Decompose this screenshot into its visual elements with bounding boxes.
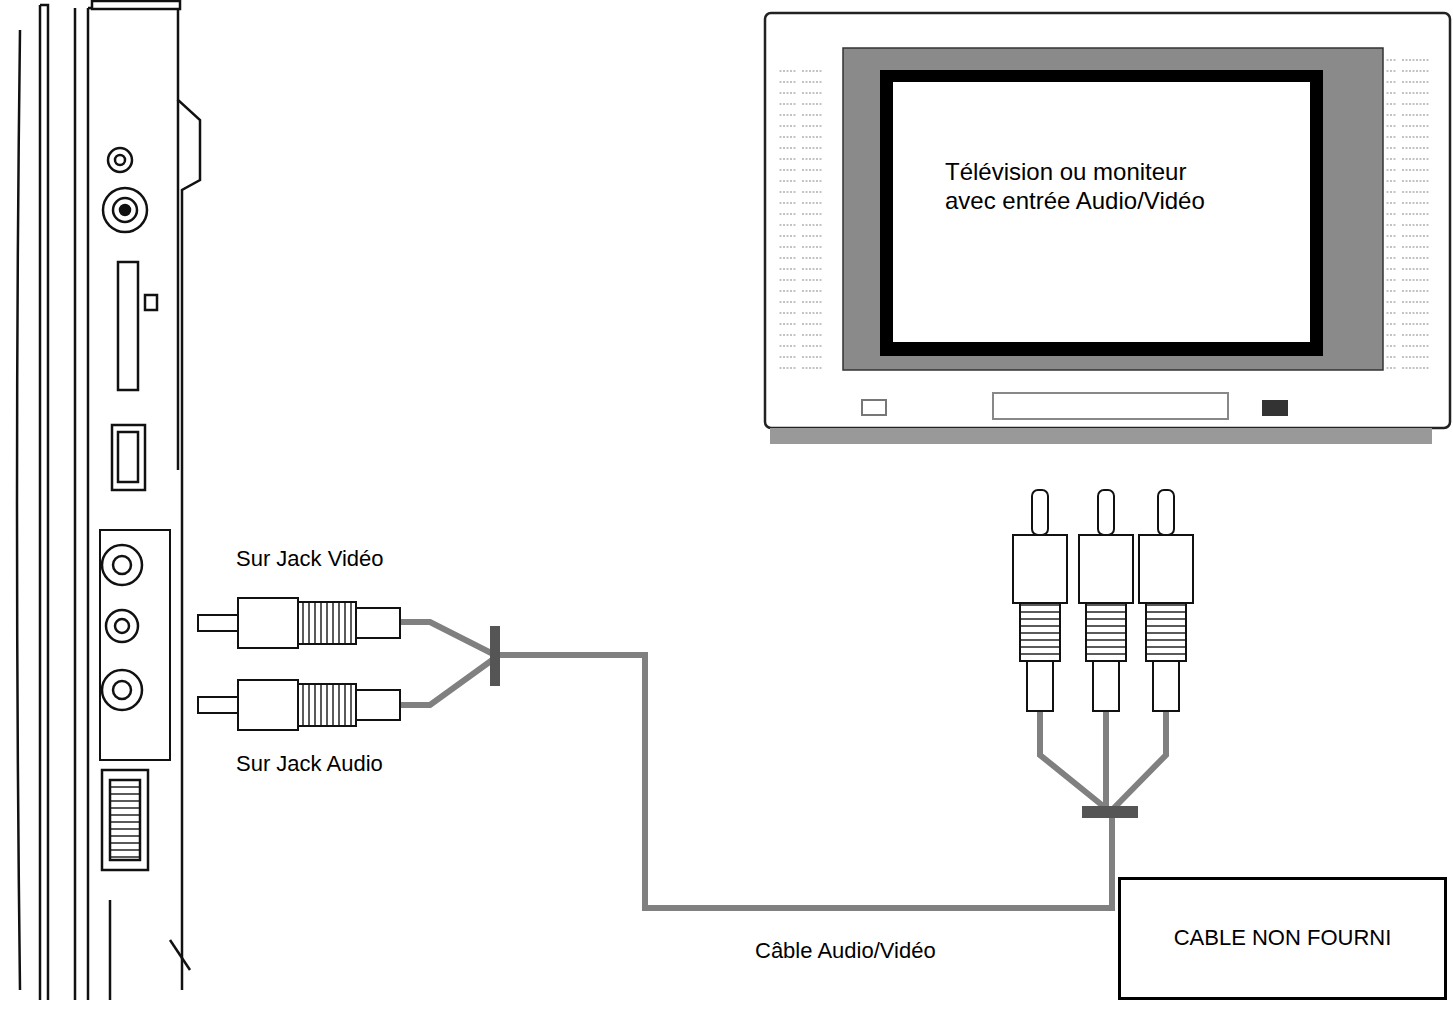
dvd-player [17,1,200,1000]
node-text: Télévision ou moniteur avec entrée Audio… [945,158,1207,216]
jack-label: Sur Jack Vidéo [234,546,386,572]
av-cable [198,490,1193,908]
jack-label: Sur Jack Audio [234,751,385,777]
cable-label: Câble Audio/Vidéo [753,938,938,964]
node-text: CABLE NON FOURNI [1174,925,1392,951]
television [765,13,1450,444]
tv-screen: Télévision ou moniteur avec entrée Audio… [893,82,1310,342]
note-box: CABLE NON FOURNI [1118,877,1447,1000]
